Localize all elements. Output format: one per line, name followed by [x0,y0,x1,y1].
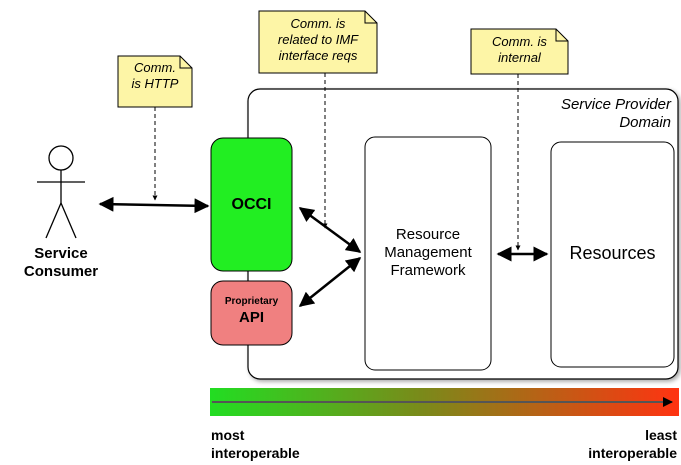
service-consumer-line2: Consumer [23,263,99,280]
occi-box [210,137,293,272]
scale-least-line1: least [645,427,677,443]
proprietary-rmf-arrow [298,257,362,307]
consumer-occi-arrow [98,196,210,214]
note-internal [470,28,569,75]
occi-label: OCCI [231,196,272,213]
domain-title-line2: Domain [619,114,671,131]
note-internal-text: Comm. is internal [471,34,568,66]
rmf-line1: Resource [395,226,461,243]
resources-label: Resources [569,243,656,263]
note-http-line2: is HTTP [131,76,179,91]
scale-most-line2: interoperable [211,445,300,461]
proprietary-line1: Proprietary [224,296,279,307]
note-http [117,55,193,108]
note-imf-line3: interface reqs [278,48,358,63]
resources-box [550,141,675,368]
note-http-line1: Comm. [134,60,176,75]
proprietary-line2: API [238,309,264,326]
occi-rmf-arrow [298,206,362,254]
scale-most-line1: most [211,427,245,443]
service-consumer-actor-icon [37,145,85,239]
scale-least-label: least interoperable [588,426,677,462]
proprietary-api-label: Proprietary API [211,296,292,328]
rmf-line3: Framework [390,262,466,279]
rmf-line2: Management [384,244,472,261]
domain-title: Service Provider Domain [561,96,671,132]
domain-title-line1: Service Provider [560,96,671,113]
note-imf-text: Comm. is related to IMF interface reqs [259,16,377,64]
proprietary-api-box [210,280,293,346]
rmf-label: Resource Management Framework [365,226,491,280]
note-internal-line2: internal [498,50,541,65]
note-imf [258,10,378,74]
service-consumer-line1: Service [34,245,88,262]
note-imf-line2: related to IMF [277,32,359,47]
scale-most-label: most interoperable [211,426,300,462]
rmf-box [364,136,492,371]
service-consumer-label: Service Consumer [6,245,116,281]
scale-least-line2: interoperable [588,445,677,461]
note-internal-line1: Comm. is [492,34,547,49]
note-imf-line1: Comm. is [290,16,346,31]
note-http-text: Comm. is HTTP [118,60,192,92]
